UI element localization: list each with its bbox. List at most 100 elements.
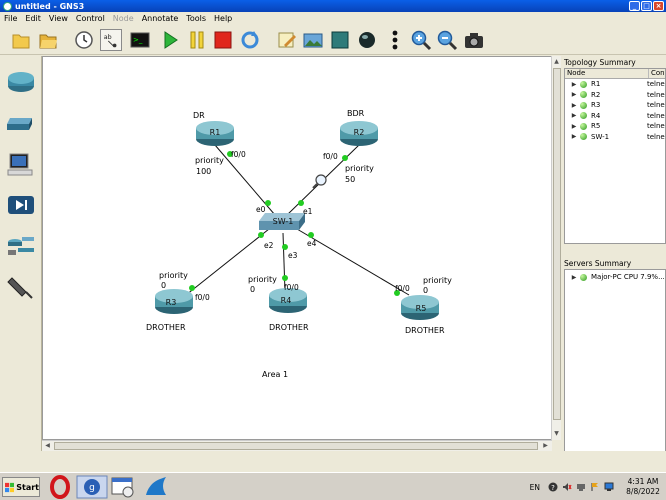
scroll-down-arrow[interactable]: ▼ — [554, 430, 559, 437]
r4-priority-value[interactable]: 0 — [250, 285, 255, 294]
close-button[interactable]: × — [653, 1, 664, 11]
zoom-out-icon[interactable] — [436, 29, 458, 51]
r5-priority-value[interactable]: 0 — [423, 286, 428, 295]
maximize-button[interactable]: □ — [641, 1, 652, 11]
reload-icon[interactable] — [239, 29, 261, 51]
menu-help[interactable]: Help — [214, 14, 233, 23]
new-project-icon[interactable] — [10, 29, 32, 51]
suspend-icon[interactable] — [186, 29, 208, 51]
draw-ellipse-icon[interactable] — [356, 29, 378, 51]
router-r5[interactable]: R5 — [401, 295, 439, 320]
more-options-icon[interactable] — [384, 29, 406, 51]
area-label[interactable]: Area 1 — [262, 370, 288, 379]
expand-arrow-icon[interactable]: ▶ — [571, 80, 577, 88]
canvas-vertical-scrollbar[interactable]: ▲ ▼ — [551, 56, 561, 440]
opera-taskbar-icon[interactable] — [44, 475, 76, 499]
expand-arrow-icon[interactable]: ▶ — [571, 91, 577, 99]
vertical-scroll-thumb[interactable] — [553, 68, 561, 420]
menu-control[interactable]: Control — [75, 14, 105, 23]
screenshot-camera-icon[interactable] — [463, 29, 485, 51]
flag-tray-icon[interactable] — [590, 482, 600, 492]
link-sw1-r4[interactable] — [282, 232, 286, 293]
r2-priority-value[interactable]: 50 — [345, 175, 355, 184]
all-devices-category-icon[interactable] — [6, 232, 36, 258]
wireshark-taskbar-icon[interactable] — [140, 475, 172, 499]
router-r2[interactable]: R2 — [340, 121, 378, 146]
r2-priority-label[interactable]: priority — [345, 164, 374, 173]
r3-priority-value[interactable]: 0 — [161, 281, 166, 290]
system-clock[interactable]: 4:31 AM 8/8/2022 — [624, 477, 662, 497]
minimize-button[interactable]: _ — [629, 1, 640, 11]
menu-node[interactable]: Node — [112, 14, 134, 23]
switch-sw1[interactable]: SW-1 — [259, 213, 305, 230]
switches-category-icon[interactable] — [6, 110, 36, 136]
router-r3[interactable]: R3 — [155, 289, 193, 314]
zoom-in-icon[interactable] — [410, 29, 432, 51]
r4-priority-label[interactable]: priority — [248, 275, 277, 284]
r5-priority-label[interactable]: priority — [423, 276, 452, 285]
cloud-connector-icon[interactable] — [6, 274, 36, 300]
snapshot-clock-icon[interactable] — [73, 29, 95, 51]
col-node-header[interactable]: Node — [565, 69, 649, 78]
menu-view[interactable]: View — [48, 14, 68, 23]
expand-arrow-icon[interactable]: ▶ — [571, 122, 577, 130]
node-console: telne — [647, 90, 665, 99]
expand-arrow-icon[interactable]: ▶ — [571, 112, 577, 120]
language-indicator[interactable]: EN — [529, 482, 540, 492]
routers-category-icon[interactable] — [6, 68, 36, 94]
speaker-tray-icon[interactable] — [562, 482, 572, 492]
col-console-header[interactable]: Cons — [651, 69, 665, 77]
node-name: R5 — [591, 122, 601, 131]
scroll-left-arrow[interactable]: ◀ — [45, 442, 50, 449]
gns3-taskbar-icon[interactable]: g — [76, 475, 108, 499]
scroll-up-arrow[interactable]: ▲ — [554, 58, 559, 65]
stop-icon[interactable] — [212, 29, 234, 51]
topology-canvas[interactable]: R1 R2 R3 R4 R5 — [42, 56, 552, 440]
horizontal-scroll-thumb[interactable] — [54, 442, 538, 450]
r4-role-label[interactable]: DROTHER — [269, 323, 309, 332]
show-interface-labels-icon[interactable]: ab — [100, 29, 122, 51]
open-project-icon[interactable] — [37, 29, 59, 51]
link-sw1-r5[interactable] — [296, 228, 410, 296]
menu-edit[interactable]: Edit — [25, 14, 41, 23]
window-taskbar-icon[interactable] — [108, 475, 140, 499]
menu-file[interactable]: File — [4, 14, 18, 23]
menu-tools[interactable]: Tools — [186, 14, 207, 23]
svg-text:>_: >_ — [133, 36, 143, 44]
end-devices-category-icon[interactable] — [6, 152, 36, 178]
r1-role-label[interactable]: DR — [193, 111, 205, 120]
draw-rectangle-icon[interactable] — [329, 29, 351, 51]
expand-arrow-icon[interactable]: ▶ — [571, 101, 577, 109]
r5-role-label[interactable]: DROTHER — [405, 326, 445, 335]
router-r4[interactable]: R4 — [269, 288, 307, 313]
server-row[interactable]: ▶Major-PC CPU 7.9%... — [565, 272, 665, 283]
link-r1-sw1[interactable] — [214, 144, 276, 216]
expand-arrow-icon[interactable]: ▶ — [571, 273, 577, 281]
security-devices-category-icon[interactable] — [6, 192, 36, 218]
insert-picture-icon[interactable] — [302, 29, 324, 51]
r3-role-label[interactable]: DROTHER — [146, 323, 186, 332]
start-icon[interactable] — [159, 29, 181, 51]
link-sw1-r3[interactable] — [180, 228, 270, 300]
help-tray-icon[interactable]: ? — [548, 482, 558, 492]
r1-priority-label[interactable]: priority — [195, 156, 224, 165]
r1-priority-value[interactable]: 100 — [196, 167, 211, 176]
router-r1[interactable]: R1 — [196, 121, 234, 146]
scroll-right-arrow[interactable]: ▶ — [543, 442, 548, 449]
display-tray-icon[interactable] — [604, 482, 614, 492]
r3-priority-label[interactable]: priority — [159, 271, 188, 280]
canvas-horizontal-scrollbar[interactable]: ◀ ▶ — [42, 440, 552, 451]
menu-annotate[interactable]: Annotate — [141, 14, 179, 23]
start-button[interactable]: Start — [2, 477, 40, 497]
network-tray-icon[interactable] — [576, 482, 586, 492]
expand-arrow-icon[interactable]: ▶ — [571, 133, 577, 141]
r2-role-label[interactable]: BDR — [347, 109, 365, 118]
console-icon[interactable]: >_ — [129, 29, 151, 51]
add-note-icon[interactable] — [276, 29, 298, 51]
